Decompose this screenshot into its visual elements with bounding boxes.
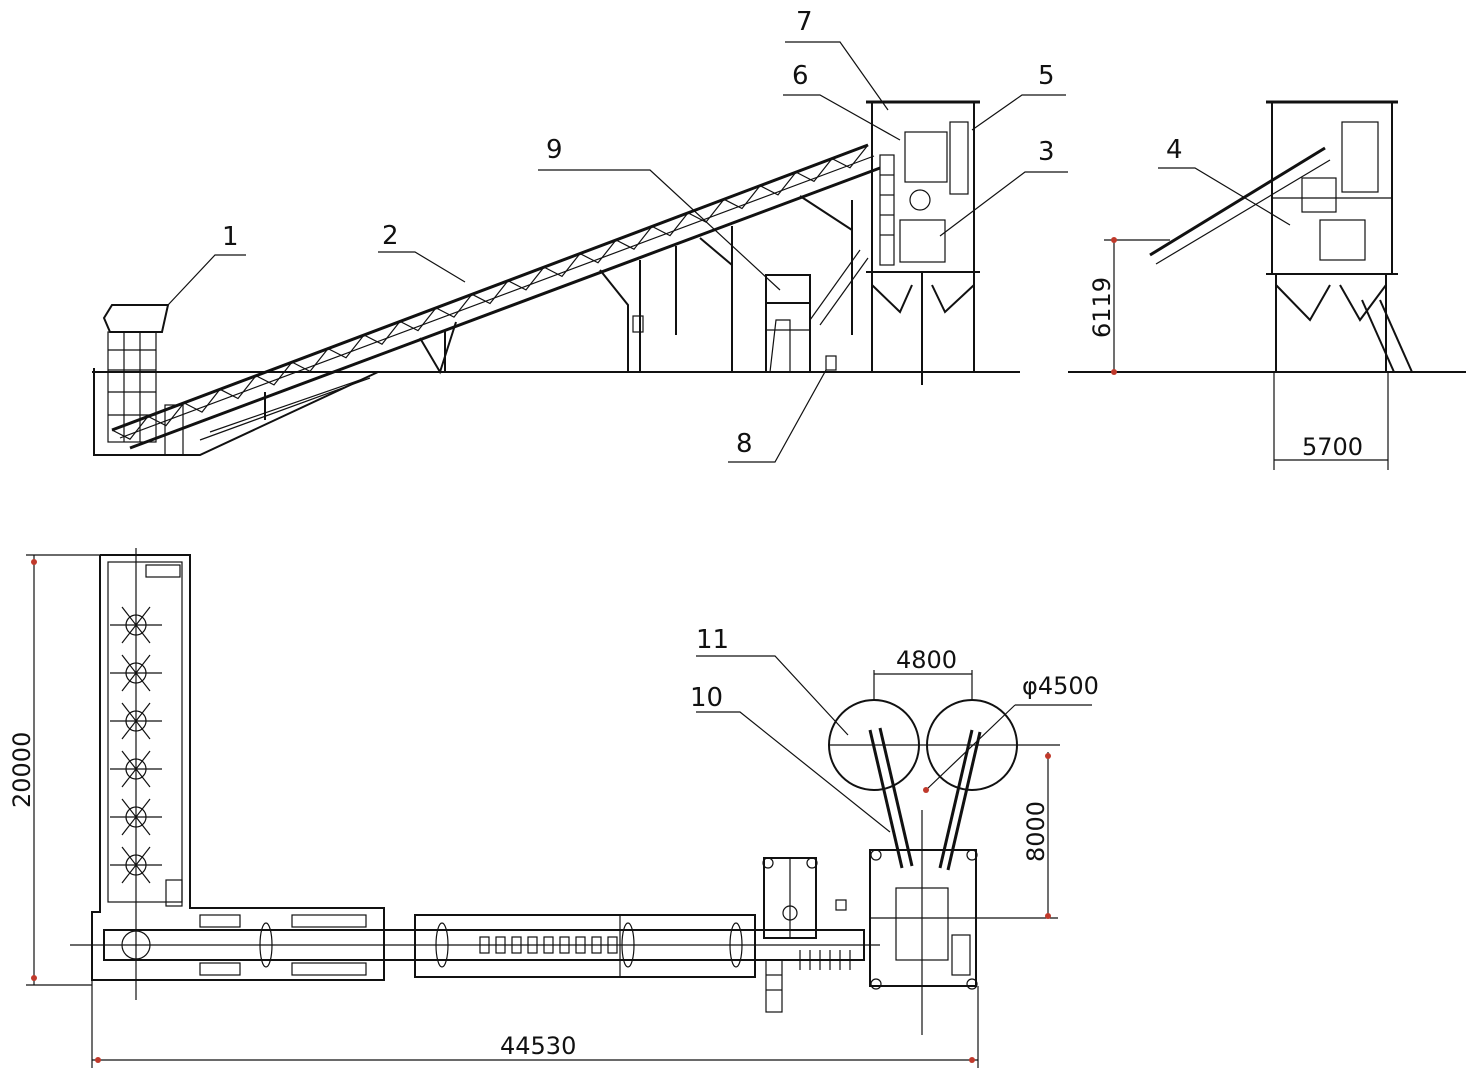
dim-height-side: 6119 — [1088, 237, 1170, 375]
side-elevation: 1 2 3 4 5 6 7 8 9 6119 5700 — [92, 7, 1466, 470]
dim-text-4800: 4800 — [896, 646, 957, 674]
mixing-tower — [866, 100, 980, 385]
label-8: 8 — [736, 429, 753, 459]
end-view — [1149, 100, 1413, 373]
dim-text-20000: 20000 — [8, 732, 36, 808]
plan-view: 11 10 4800 φ4500 8000 20000 — [8, 548, 1099, 1068]
plan-conveyor — [70, 914, 880, 978]
leader-11 — [696, 655, 849, 736]
label-7: 7 — [796, 7, 813, 37]
aggregate-bins-plan — [110, 606, 162, 884]
label-4: 4 — [1166, 135, 1183, 165]
plan-mixing-tower — [869, 810, 978, 1035]
dim-marker — [1111, 237, 1117, 243]
dim-text-8000: 8000 — [1022, 801, 1050, 862]
dim-silo-offset: 8000 — [976, 752, 1058, 919]
label-11: 11 — [696, 625, 729, 655]
side-leaders — [167, 41, 1291, 463]
aggregate-bin — [93, 304, 379, 456]
label-1: 1 — [222, 222, 239, 252]
dim-marker — [1045, 913, 1051, 919]
label-9: 9 — [546, 135, 563, 165]
dim-marker — [31, 975, 37, 981]
aggregate-yard — [91, 554, 385, 981]
label-6: 6 — [792, 61, 809, 91]
label-10: 10 — [690, 683, 723, 713]
leader-10 — [696, 711, 891, 833]
dim-text-5700: 5700 — [1302, 433, 1363, 461]
dim-marker — [95, 1057, 101, 1063]
label-2: 2 — [382, 221, 399, 251]
dim-text-44530: 44530 — [500, 1032, 576, 1060]
dim-text-6119: 6119 — [1088, 277, 1116, 338]
dim-plan-length: 44530 — [91, 980, 979, 1068]
dim-marker — [923, 787, 929, 793]
label-3: 3 — [1038, 137, 1055, 167]
inclined-belt-conveyor — [111, 143, 881, 450]
dim-marker — [969, 1057, 975, 1063]
dim-text-4500: φ4500 — [1022, 672, 1099, 700]
operator-platform — [765, 249, 869, 373]
conveyor-rollers — [479, 936, 851, 970]
cement-silos — [828, 670, 1060, 871]
plan-stair — [762, 857, 847, 1013]
dim-marker — [1045, 753, 1051, 759]
dim-width-side: 5700 — [1273, 372, 1389, 470]
dim-marker — [31, 559, 37, 565]
dim-marker — [1111, 369, 1117, 375]
dim-plan-height: 20000 — [8, 554, 100, 986]
label-5: 5 — [1038, 61, 1055, 91]
